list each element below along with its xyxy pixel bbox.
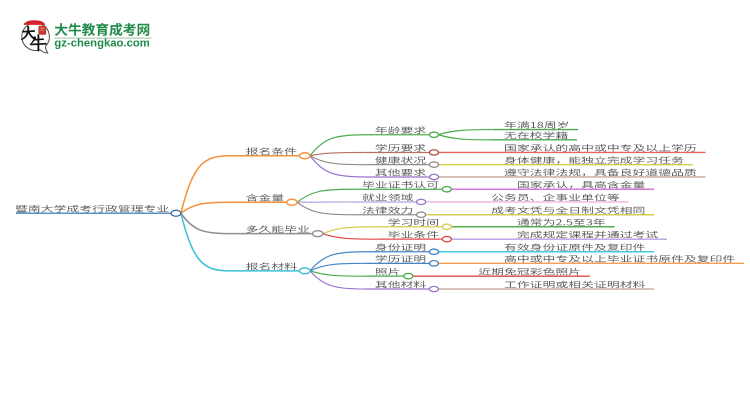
svg-text:gz-chengkao.com: gz-chengkao.com <box>54 38 149 50</box>
